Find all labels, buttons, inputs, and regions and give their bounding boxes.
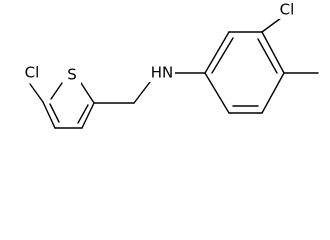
amine-nh-label: HN	[151, 64, 174, 82]
bond-ar4-ar5	[261, 72, 285, 114]
sulfur-label: S	[67, 66, 77, 84]
bond-c4-c5-inner	[49, 103, 60, 123]
bond-ar6-ar1	[204, 72, 230, 114]
bond-c4-c5	[42, 101, 56, 129]
bond-ch2-n	[133, 81, 151, 104]
thiophene-chlorine-label: Cl	[25, 64, 40, 82]
bond-s-c2	[80, 82, 95, 104]
bond-c5-cl	[29, 83, 44, 103]
benzene-ring	[204, 31, 285, 114]
methylene-linker	[93, 81, 151, 104]
bond-ar3-ar4	[261, 31, 285, 74]
thiophene-ring	[42, 82, 95, 129]
bond-ar1-ar2-inner	[211, 37, 234, 74]
bond-ar-cl	[261, 17, 282, 33]
bond-c2-c3-inner	[77, 104, 89, 124]
aryl-chlorine-label: Cl	[280, 1, 295, 19]
bond-c2-c3	[81, 102, 95, 129]
bond-ar3-ar4-inner	[257, 38, 278, 74]
bond-ar1-ar2	[204, 31, 230, 74]
chemical-structure: Cl S HN Cl	[21, 0, 319, 129]
bond-c5-s	[50, 82, 63, 100]
atom-labels: Cl S HN Cl	[21, 1, 298, 84]
